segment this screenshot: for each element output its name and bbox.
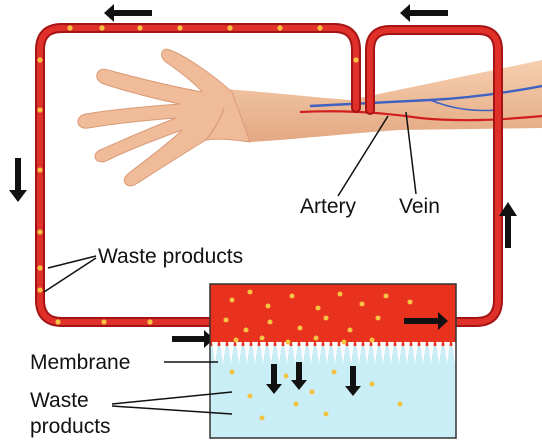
waste-particle: [37, 167, 42, 172]
waste-particle: [384, 294, 389, 299]
waste-label-line1: Waste: [30, 390, 89, 411]
waste-particle: [230, 370, 235, 375]
waste-particle: [37, 57, 42, 62]
waste-particle: [37, 287, 42, 292]
waste-particle: [224, 318, 229, 323]
waste-particle: [37, 265, 42, 270]
waste-particle: [177, 25, 182, 30]
waste-particle: [316, 306, 321, 311]
arrow-icon: [172, 330, 214, 348]
waste-particle: [290, 294, 295, 299]
waste-particle: [234, 338, 239, 343]
waste-particle: [37, 229, 42, 234]
waste-particle: [248, 290, 253, 295]
waste-particle: [260, 336, 265, 341]
waste-particle: [55, 319, 60, 324]
artery-label: Artery: [300, 196, 356, 217]
waste-particle: [317, 25, 322, 30]
waste-particle: [248, 394, 253, 399]
arm-illustration: [78, 49, 542, 186]
waste-particle: [67, 25, 72, 30]
arrow-icon: [104, 4, 152, 22]
waste-particle: [353, 57, 358, 62]
waste-particle: [376, 316, 381, 321]
waste-particle: [370, 338, 375, 343]
waste-particle: [342, 340, 347, 345]
vein-label: Vein: [399, 196, 440, 217]
arrow-icon: [9, 158, 27, 202]
waste-particle: [101, 319, 106, 324]
waste-particle: [408, 300, 413, 305]
waste-particle: [324, 316, 329, 321]
waste-particle: [277, 25, 282, 30]
waste-particle: [244, 328, 249, 333]
waste-particle: [147, 319, 152, 324]
waste-particle: [332, 370, 337, 375]
waste-particle: [294, 402, 299, 407]
waste-particle: [310, 390, 315, 395]
waste-particle: [137, 25, 142, 30]
waste-particle: [227, 25, 232, 30]
waste-label-line2: products: [30, 416, 111, 437]
dialyzer-chamber: [210, 284, 458, 438]
waste-particle: [370, 382, 375, 387]
waste-particle: [37, 107, 42, 112]
waste-particle: [338, 292, 343, 297]
waste-particle: [99, 25, 104, 30]
blood-compartment: [210, 284, 456, 346]
waste-particle: [268, 320, 273, 325]
waste-particle: [314, 336, 319, 341]
waste-particle: [398, 402, 403, 407]
membrane-label: Membrane: [30, 352, 130, 373]
hand: [78, 49, 250, 186]
waste-particle: [298, 326, 303, 331]
arrow-icon: [400, 4, 448, 22]
waste-particle: [324, 412, 329, 417]
waste-particle: [360, 302, 365, 307]
waste-particle: [286, 340, 291, 345]
waste-particle: [348, 328, 353, 333]
waste-particle: [230, 298, 235, 303]
waste-particle: [260, 416, 265, 421]
waste-products-label: Waste products: [98, 246, 243, 267]
waste-particle: [266, 304, 271, 309]
waste-particle: [284, 374, 289, 379]
